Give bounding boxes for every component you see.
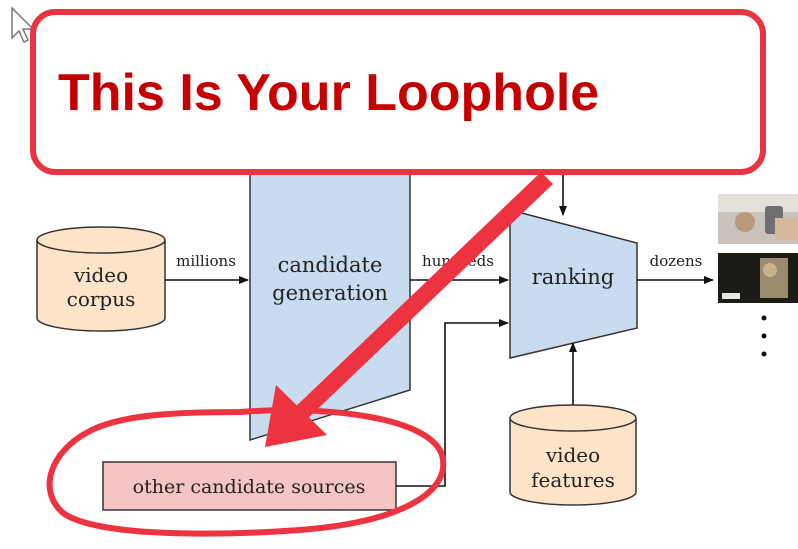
video-features-label-1: video bbox=[545, 443, 600, 467]
annotation-arrow bbox=[265, 172, 553, 447]
edge-other-sources-to-ranking bbox=[396, 319, 509, 487]
candidate-generation-label-2: generation bbox=[272, 281, 388, 305]
video-features-label-2: features bbox=[531, 468, 615, 492]
ranking-stage: ranking bbox=[509, 209, 638, 359]
video-corpus-label-2: corpus bbox=[67, 287, 136, 311]
edges: millions hundreds dozens bbox=[165, 170, 714, 487]
candidate-generation-label-1: candidate bbox=[278, 253, 383, 277]
video-features-database: video features bbox=[509, 404, 637, 506]
mouse-cursor-icon bbox=[11, 6, 35, 44]
annotation-circle bbox=[46, 407, 447, 537]
more-results-ellipsis bbox=[761, 315, 767, 357]
other-candidate-sources-label: other candidate sources bbox=[133, 476, 366, 498]
loophole-banner: This Is Your Loophole bbox=[30, 9, 766, 175]
output-video-thumbnail-1 bbox=[718, 194, 798, 244]
edge-label-dozens: dozens bbox=[650, 252, 703, 270]
ranking-label: ranking bbox=[532, 265, 615, 289]
edge-label-millions: millions bbox=[176, 252, 236, 270]
video-corpus-database: video corpus bbox=[36, 226, 166, 332]
other-candidate-sources-box: other candidate sources bbox=[102, 461, 397, 511]
candidate-generation-stage: candidate generation bbox=[249, 164, 411, 442]
output-video-thumbnail-2 bbox=[718, 253, 798, 303]
video-corpus-label-1: video bbox=[73, 263, 128, 287]
banner-title: This Is Your Loophole bbox=[58, 64, 599, 122]
